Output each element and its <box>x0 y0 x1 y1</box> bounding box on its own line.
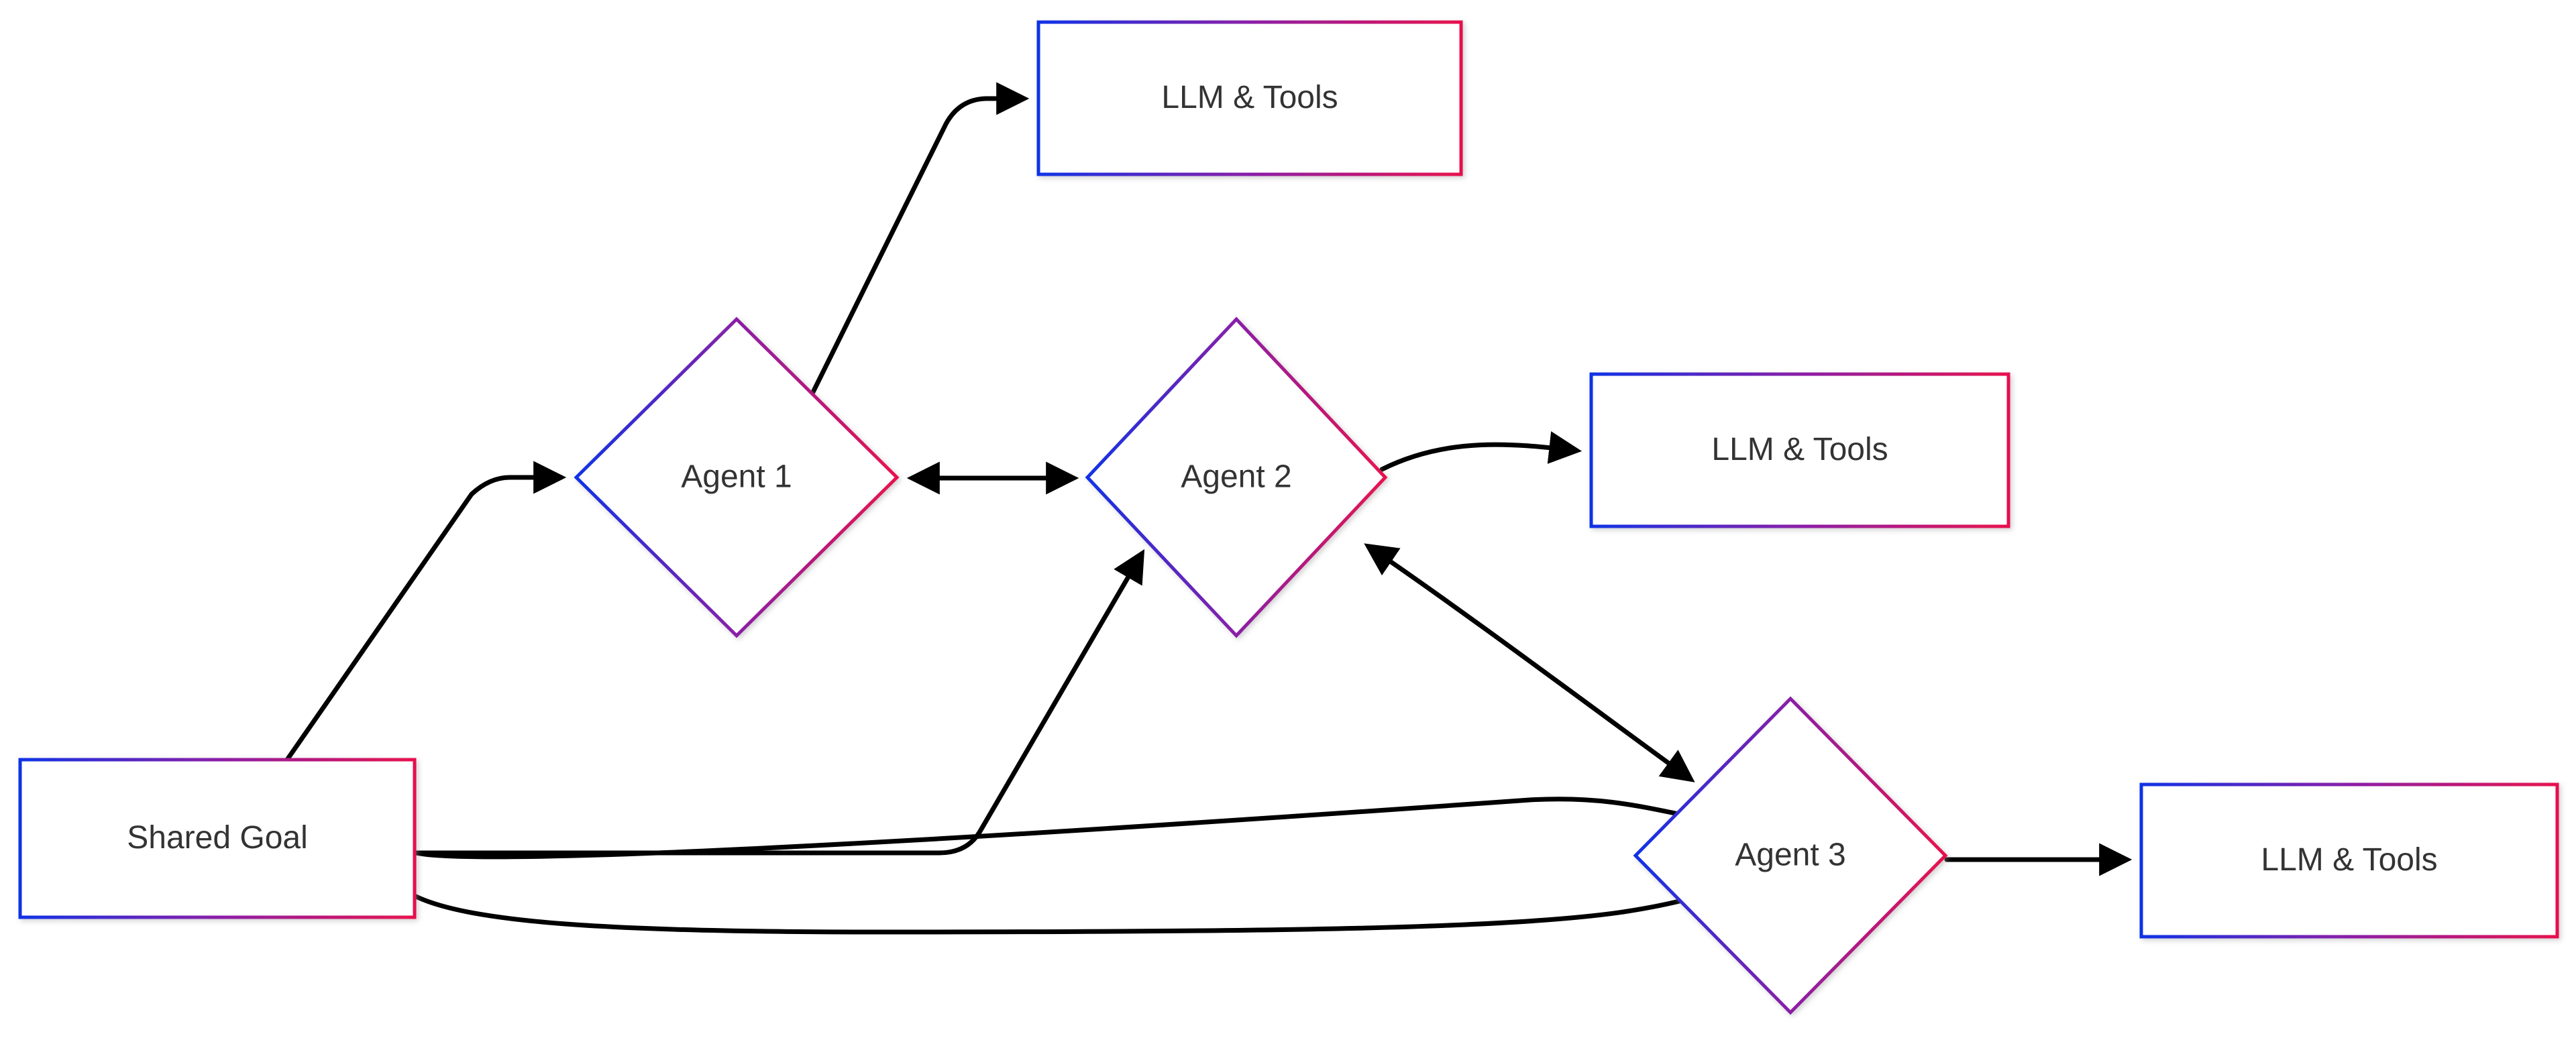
node-shape-rectangle[interactable] <box>1589 372 2010 528</box>
node-shape-diamond[interactable] <box>1633 696 1948 1015</box>
edge-shared-goal-to-agent-1 <box>284 461 567 762</box>
node-llm-tools-1[interactable]: LLM & Tools <box>1036 20 1463 176</box>
edge-shared-goal-to-agent-3-lower <box>413 867 1773 935</box>
node-shape-rectangle[interactable] <box>18 758 417 919</box>
node-shape-rectangle[interactable] <box>2139 782 2559 939</box>
node-agent-1[interactable]: Agent 1 <box>574 316 900 638</box>
nodes-layer: Shared Goal Agent 1 Agent 2 Agent 3 LLM & To… <box>18 20 2559 1015</box>
node-shape-diamond[interactable] <box>1085 316 1388 638</box>
node-shared-goal[interactable]: Shared Goal <box>18 758 417 919</box>
node-llm-tools-3[interactable]: LLM & Tools <box>2139 782 2559 939</box>
node-shape-rectangle[interactable] <box>1036 20 1463 176</box>
edge-shared-goal-to-agent-2 <box>413 548 1145 856</box>
node-shape-diamond[interactable] <box>574 316 900 638</box>
edges-layer <box>284 82 2133 935</box>
node-agent-2[interactable]: Agent 2 <box>1085 316 1388 638</box>
node-agent-3[interactable]: Agent 3 <box>1633 696 1948 1015</box>
edge-shared-goal-to-agent-3-upper <box>413 797 1770 860</box>
edge-agent-2-to-llm-tools-2 <box>1379 431 1582 472</box>
edge-agent-2-to-agent-3 <box>1364 543 1695 782</box>
node-llm-tools-2[interactable]: LLM & Tools <box>1589 372 2010 528</box>
edge-agent-1-to-llm-tools-1 <box>801 82 1030 414</box>
